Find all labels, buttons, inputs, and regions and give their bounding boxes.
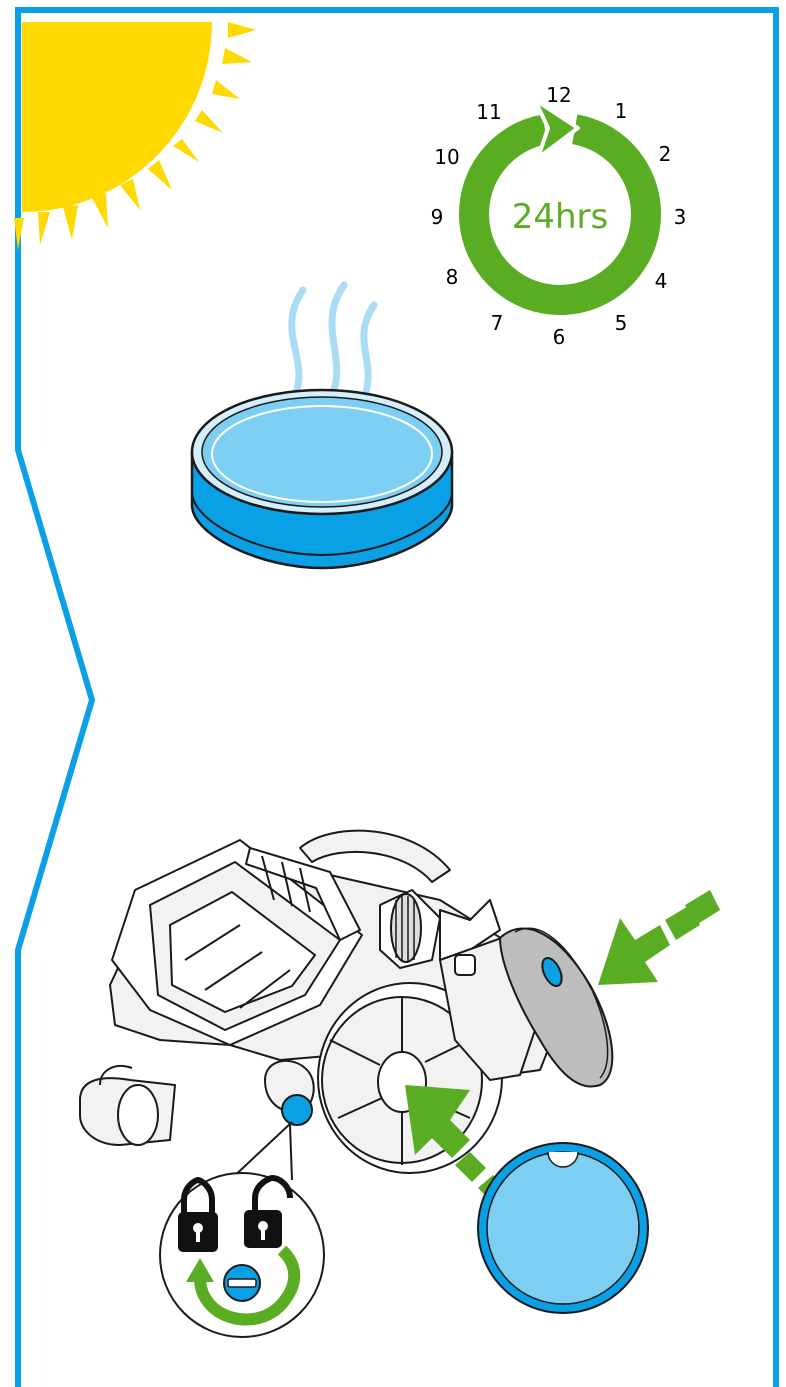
hour-10: 10 — [434, 145, 459, 169]
hour-5: 5 — [615, 311, 628, 335]
filter-release-button-icon — [281, 1094, 313, 1126]
vacuum-cleaner-illustration — [79, 829, 614, 1174]
filter-disc-icon — [477, 1142, 649, 1314]
lock-unlock-callout — [159, 1172, 325, 1338]
timer-24hrs: 24hrs 12 1 2 3 4 5 6 7 8 9 10 11 — [431, 83, 687, 349]
sun-icon — [14, 22, 256, 250]
hour-2: 2 — [659, 142, 672, 166]
clock-hours: 12 1 2 3 4 5 6 7 8 9 10 11 — [431, 83, 687, 349]
lock-callout-leader — [229, 1121, 293, 1181]
hour-6: 6 — [553, 325, 566, 349]
padlock-open-icon — [244, 1174, 293, 1248]
hour-9: 9 — [431, 205, 444, 229]
duration-label: 24hrs — [512, 197, 609, 237]
hour-7: 7 — [491, 311, 504, 335]
dial-knob-icon — [223, 1264, 261, 1302]
hour-3: 3 — [674, 205, 687, 229]
hour-1: 1 — [615, 99, 628, 123]
washed-filter-icon — [190, 388, 454, 570]
hour-12: 12 — [546, 83, 571, 107]
padlock-closed-icon — [178, 1176, 218, 1252]
hour-8: 8 — [446, 265, 459, 289]
hour-11: 11 — [476, 100, 501, 124]
clock-cycle-arrow-icon — [459, 98, 661, 315]
page-frame — [15, 7, 779, 1387]
rotate-clockwise-arrow-icon — [186, 1245, 301, 1326]
hour-4: 4 — [655, 269, 668, 293]
insert-arrow-top-icon — [598, 890, 720, 985]
